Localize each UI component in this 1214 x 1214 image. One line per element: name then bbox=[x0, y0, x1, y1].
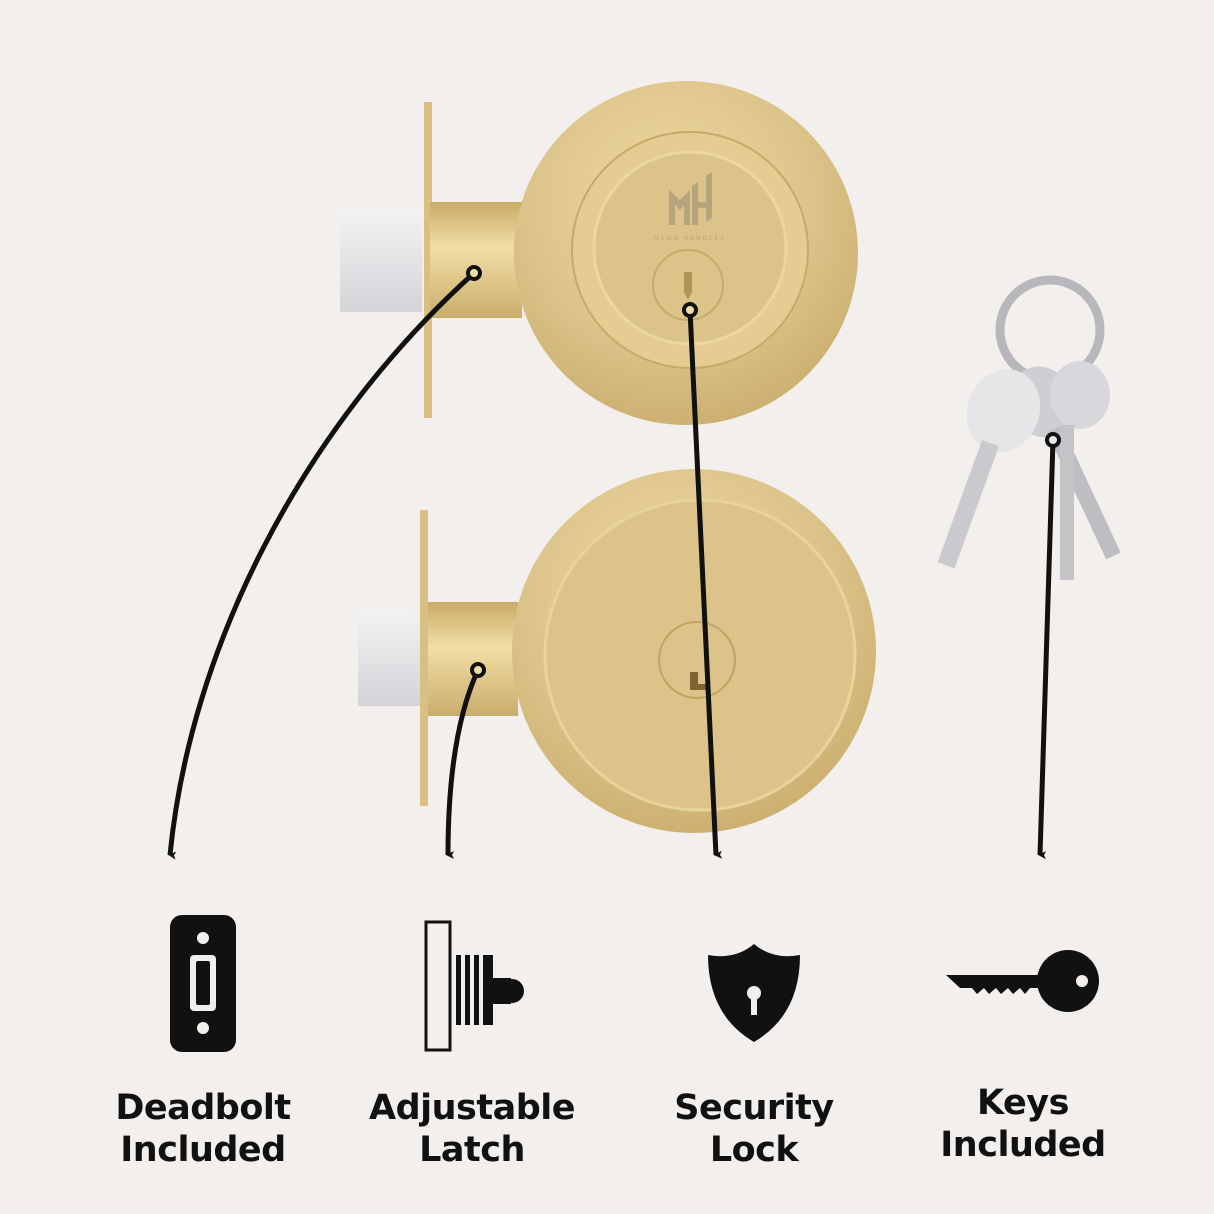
feature-label-deadbolt: Deadbolt Included bbox=[73, 1087, 333, 1171]
arrow-latch bbox=[445, 668, 481, 860]
latch-icon bbox=[424, 920, 524, 1052]
label-line: Lock bbox=[709, 1130, 799, 1170]
feature-label-security: Security Lock bbox=[624, 1087, 884, 1171]
label-line: Deadbolt bbox=[115, 1088, 291, 1128]
arrow-deadbolt bbox=[167, 271, 476, 860]
arrow-keys bbox=[1037, 439, 1056, 860]
svg-text:MEGA HANDLES: MEGA HANDLES bbox=[654, 235, 726, 242]
label-line: Keys bbox=[977, 1083, 1069, 1123]
deadbolt-interior bbox=[358, 469, 876, 833]
keys-photo bbox=[937, 275, 1121, 580]
callout-arrows bbox=[167, 265, 1061, 860]
label-line: Security bbox=[674, 1088, 834, 1128]
feature-label-latch: Adjustable Latch bbox=[342, 1087, 602, 1171]
feature-label-keys: Keys Included bbox=[893, 1082, 1153, 1166]
arrow-security bbox=[687, 309, 723, 859]
deadbolt-exterior: MEGA HANDLES bbox=[340, 81, 858, 425]
strike-plate-icon bbox=[170, 915, 236, 1052]
key-icon bbox=[946, 950, 1099, 1012]
label-line: Included bbox=[120, 1130, 286, 1170]
label-line: Latch bbox=[419, 1130, 525, 1170]
label-line: Adjustable bbox=[368, 1088, 576, 1128]
label-line: Included bbox=[940, 1125, 1106, 1165]
shield-keyhole-icon bbox=[708, 944, 800, 1042]
brand-logo: MEGA HANDLES bbox=[654, 172, 726, 242]
